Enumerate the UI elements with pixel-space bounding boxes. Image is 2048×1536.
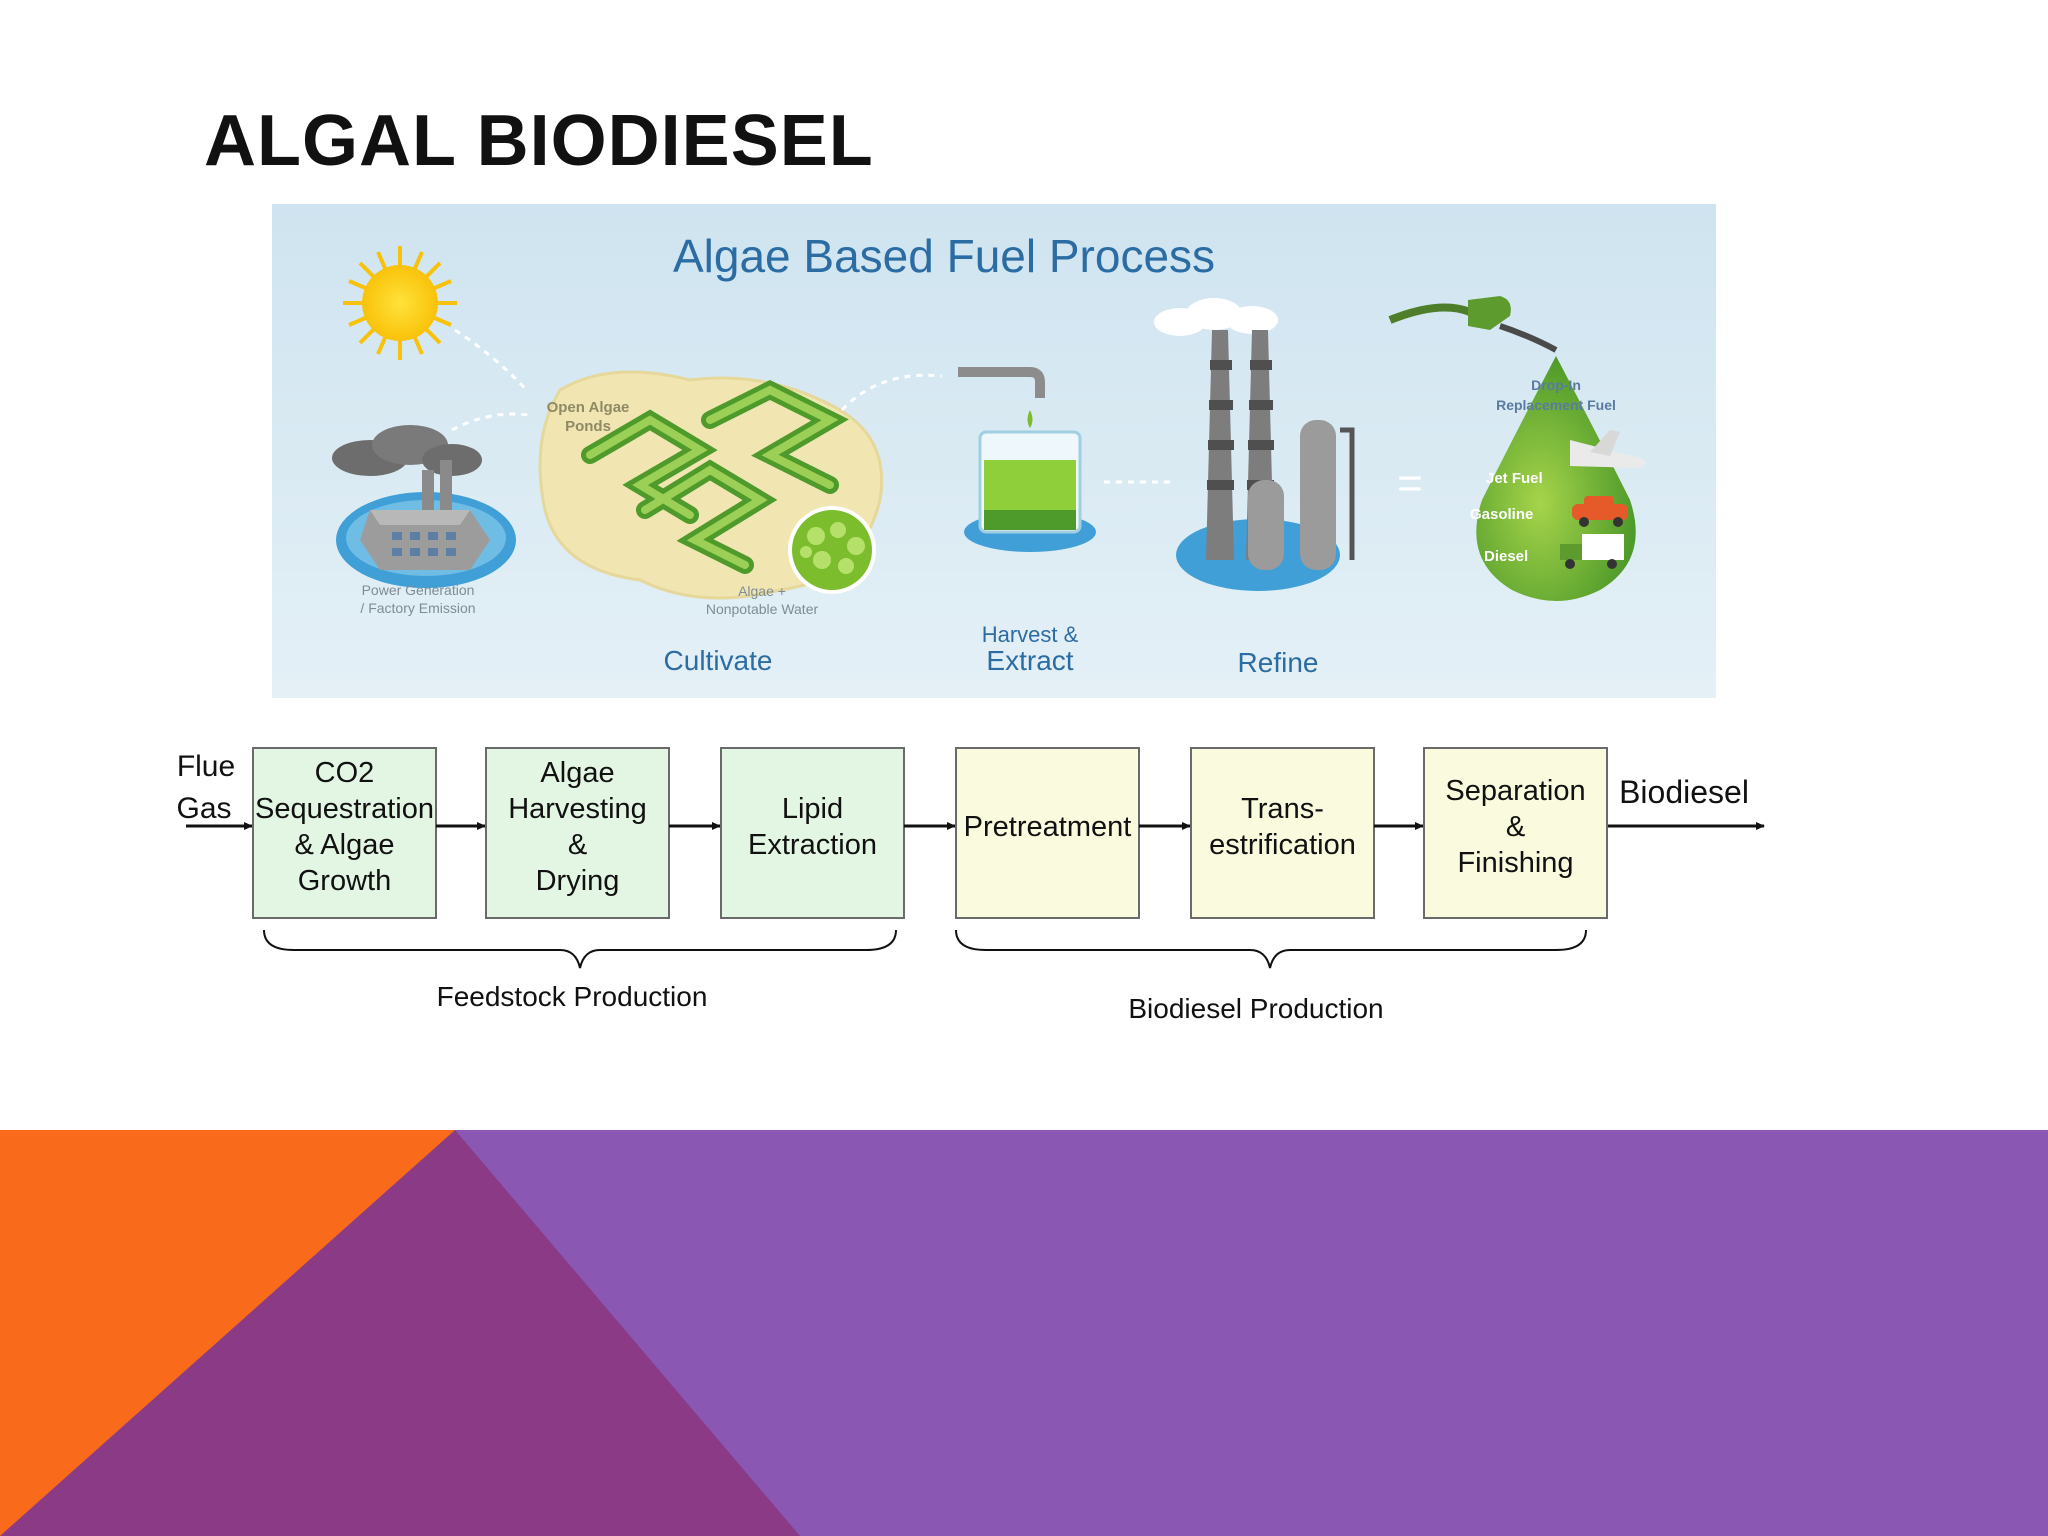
emission-to-ponds-arrow xyxy=(451,412,529,432)
algae-water-label-1: Algae + xyxy=(738,583,786,599)
flow-step-text: estrification xyxy=(1209,829,1356,861)
bottom-decoration xyxy=(0,1130,2048,1536)
flow-step-text: Sequestration xyxy=(255,793,434,825)
equals-sign: = xyxy=(1397,459,1423,508)
ponds-to-extract-arrow xyxy=(840,373,943,412)
flow-step-text: CO2 xyxy=(315,757,375,789)
flow-step-box xyxy=(955,747,1140,919)
flow-step-text: Finishing xyxy=(1457,847,1573,879)
power-generation-label-1: Power Generation xyxy=(362,582,475,598)
flow-input-label-1: Flue xyxy=(177,750,235,783)
flow-step-text: Algae xyxy=(540,757,614,789)
car-icon xyxy=(1572,496,1628,527)
power-generation-label-2: / Factory Emission xyxy=(360,600,475,616)
stage-cultivate-label: Cultivate xyxy=(664,645,773,676)
flow-step-text: Harvesting xyxy=(508,793,647,825)
algae-ponds-icon xyxy=(538,370,884,600)
feedstock-group-label: Feedstock Production xyxy=(437,981,708,1012)
biodiesel-brace xyxy=(955,929,1587,969)
flow-step-text: Separation xyxy=(1445,775,1585,807)
factory-icon xyxy=(332,425,516,588)
biodiesel-group-label: Biodiesel Production xyxy=(1128,993,1383,1024)
feedstock-brace xyxy=(263,929,897,969)
flow-step-text: & xyxy=(568,829,587,861)
open-ponds-label-1: Open Algae xyxy=(547,399,630,416)
flow-step-box xyxy=(720,747,905,919)
infographic-title: Algae Based Fuel Process xyxy=(673,230,1215,282)
stage-harvest-label-2: Extract xyxy=(986,645,1073,676)
extraction-beaker-icon xyxy=(958,367,1096,552)
flow-step-text: Lipid xyxy=(782,793,843,825)
dropin-label-2: Replacement Fuel xyxy=(1496,397,1616,413)
flow-step-box xyxy=(1423,747,1608,919)
flow-step-text: Drying xyxy=(536,865,620,897)
flow-step-text: Extraction xyxy=(748,829,877,861)
diesel-label: Diesel xyxy=(1484,548,1528,565)
flow-step-text: & xyxy=(1506,811,1525,843)
flow-step-box xyxy=(252,747,437,919)
sun-to-ponds-arrow xyxy=(454,328,530,393)
flow-step-5: Trans-estrification xyxy=(1190,747,1375,919)
orange-triangle xyxy=(0,1130,455,1536)
open-ponds-label-2: Ponds xyxy=(565,418,611,435)
stage-harvest-label-1: Harvest & xyxy=(982,622,1079,647)
flow-step-4: Pretreatment xyxy=(955,747,1140,919)
sun-icon xyxy=(343,246,457,360)
flow-step-6: Separation & Finishing xyxy=(1423,747,1608,919)
flow-step-text: Trans- xyxy=(1241,793,1324,825)
flow-input-label-2: Gas xyxy=(176,792,231,825)
gasoline-label: Gasoline xyxy=(1470,506,1533,523)
flow-step-text: Pretreatment xyxy=(964,811,1132,843)
flow-step-box xyxy=(485,747,670,919)
algae-water-label-2: Nonpotable Water xyxy=(706,601,819,617)
flow-output-label: Biodiesel xyxy=(1619,774,1749,810)
flow-step-text: Growth xyxy=(298,865,391,897)
stage-refine-label: Refine xyxy=(1238,647,1319,678)
fuel-nozzle-icon xyxy=(1388,296,1558,353)
algae-fuel-infographic: Algae Based Fuel Process xyxy=(272,204,1716,698)
airplane-icon xyxy=(1570,430,1646,468)
dropin-label-1: Drop-In xyxy=(1531,377,1581,393)
flow-step-text: & Algae xyxy=(295,829,395,861)
flow-step-box xyxy=(1190,747,1375,919)
slide-title: ALGAL BIODIESEL xyxy=(204,101,874,181)
truck-icon xyxy=(1560,534,1624,569)
jet-fuel-label: Jet Fuel xyxy=(1486,470,1543,487)
refinery-icon xyxy=(1154,298,1355,591)
